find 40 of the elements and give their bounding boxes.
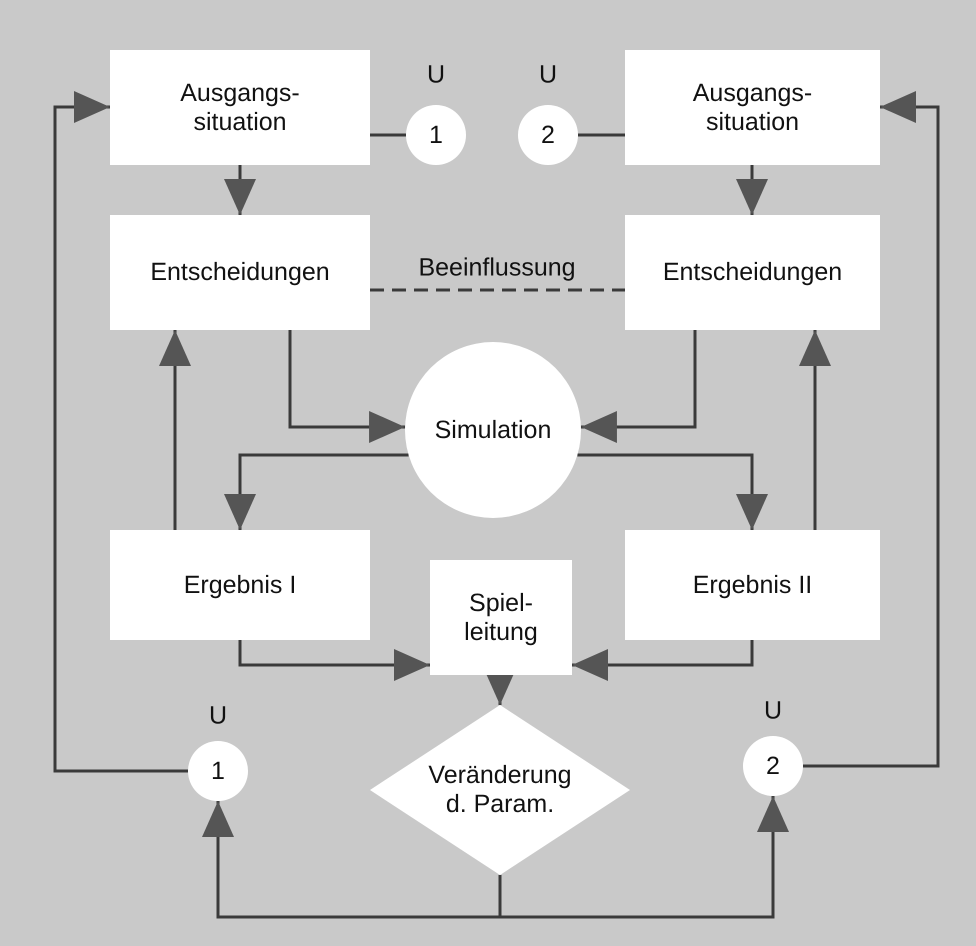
arrow (736, 165, 768, 215)
node-label: Entscheidungen (149, 258, 331, 287)
decision-diamond (370, 705, 630, 875)
node-label: Ausgangs- situation (179, 78, 301, 136)
arrow (799, 330, 831, 530)
node-label: 2 (765, 752, 781, 780)
node-label: 1 (428, 120, 444, 150)
process-box (110, 530, 370, 640)
process-box (110, 50, 370, 165)
arrow (803, 91, 940, 768)
process-box (625, 530, 880, 640)
process-box (625, 50, 880, 165)
arrow (224, 165, 256, 215)
arrow (577, 454, 768, 530)
node-label: Ergebnis II (692, 570, 814, 600)
arrow (238, 640, 430, 681)
arrow (202, 801, 502, 918)
arrow (572, 640, 754, 681)
dashed-connector (370, 288, 625, 292)
node-label: Entscheidungen (662, 258, 844, 287)
circle-caption: U (538, 62, 558, 88)
node-label: 1 (210, 756, 226, 786)
node-label: Simulation (434, 416, 552, 444)
circle-caption: U (764, 698, 782, 724)
process-box (430, 560, 572, 675)
arrow (159, 330, 191, 530)
arrow (288, 330, 406, 443)
process-box (110, 215, 370, 330)
arrow (54, 91, 188, 772)
node-label: Ergebnis I (182, 570, 298, 600)
arrow (224, 454, 409, 530)
node-label: 2 (540, 120, 556, 150)
arrow (498, 796, 789, 918)
node-label: Spiel- leitung (463, 588, 539, 646)
node-label: Ausgangs- situation (692, 78, 814, 136)
circle-caption: U (426, 62, 446, 88)
process-box (625, 215, 880, 330)
arrow (580, 330, 696, 443)
node-label: Veränderung d. Param. (427, 761, 573, 819)
circle-caption: U (208, 704, 228, 728)
